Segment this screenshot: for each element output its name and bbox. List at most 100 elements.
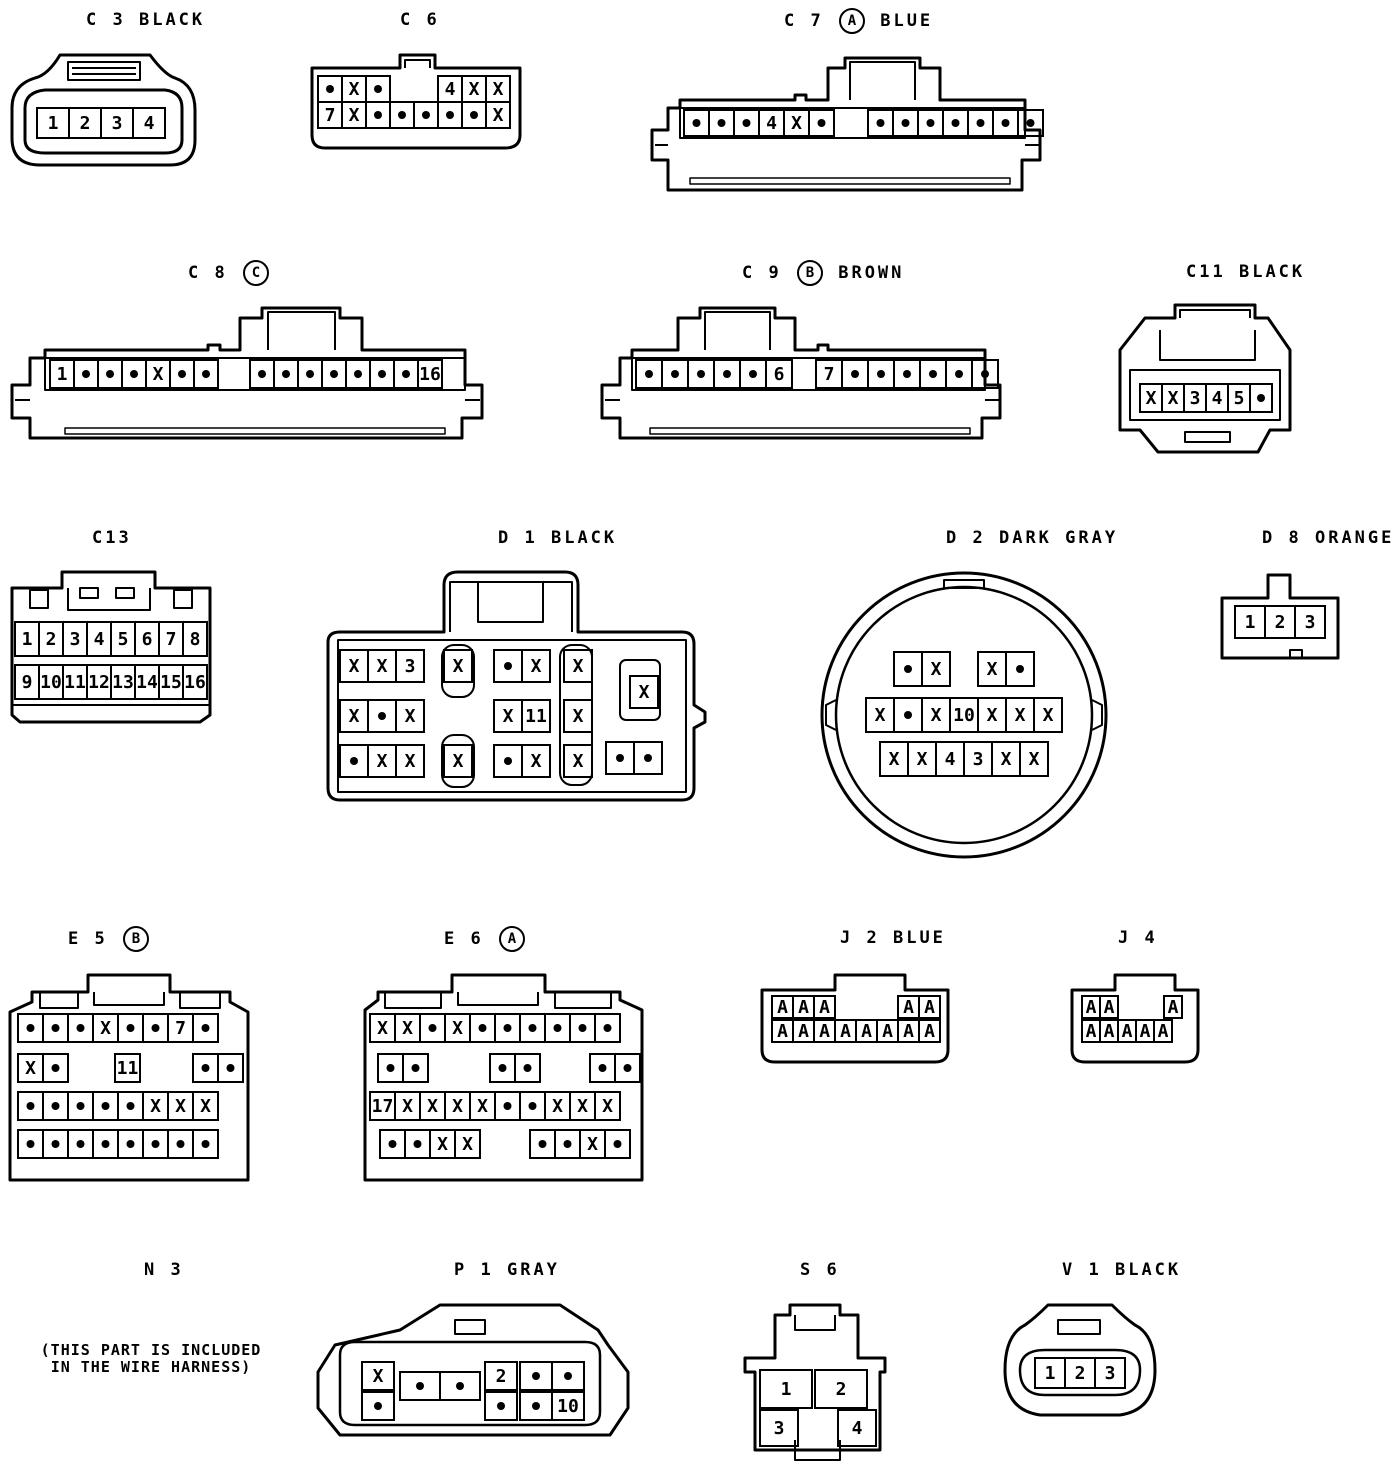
terminal-number: 6 [774,364,785,385]
terminal-number: 7 [325,105,336,126]
unused-terminal-dot [851,370,859,378]
connector-c6-housing [310,53,522,150]
terminal-cell [759,1369,813,1409]
unused-terminal-dot [354,370,362,378]
terminal-cell [192,1091,219,1121]
terminal-number: A [924,997,935,1018]
unused-terminal-dot [326,85,334,93]
terminal-number: 16 [419,364,441,385]
unused-terminal-dot [388,1140,397,1148]
unused-terminal-dot [26,1024,35,1032]
unused-terminal-dot [378,712,386,720]
connector-label-e5: E 5 B [68,926,151,952]
unused-terminal-dot [504,662,512,670]
unused-terminal-dot [981,370,989,378]
unused-terminal-dot [126,1024,135,1032]
unused-terminal-dot [176,1140,185,1148]
terminal-cell [114,1053,141,1083]
connector-v1-housing [1003,1303,1157,1417]
connector-letter-badge: A [498,926,525,952]
terminal-cell [454,1129,481,1159]
terminal-number: X [349,105,360,126]
unused-terminal-dot [955,370,963,378]
terminal-number: X [931,705,942,726]
terminal-number: X [377,751,388,772]
connector-label-c8: C 8 C [188,260,271,286]
terminal-number: X [469,79,480,100]
unused-terminal-dot [528,1024,537,1032]
terminal-number: 2 [80,113,91,134]
terminal-cell [921,651,951,687]
connector-c13-housing [10,570,212,724]
unused-terminal-dot [106,370,114,378]
connector-j2-housing [760,973,950,1064]
unused-terminal-dot [598,1064,607,1072]
unused-terminal-dot [374,85,382,93]
connector-label-e6: E 6 A [444,926,527,952]
connector-label-c11: C11 BLACK [1186,262,1306,282]
unused-terminal-dot [446,111,454,119]
connector-letter-badge: B [796,260,823,286]
terminal-cell [402,1053,429,1083]
terminal-number: 4 [144,113,155,134]
terminal-number: A [924,1021,935,1042]
terminal-cell [551,1361,585,1391]
terminal-number: X [573,706,584,727]
unused-terminal-dot [178,370,186,378]
terminal-number: X [452,1096,463,1117]
terminal-cell [192,1129,219,1159]
terminal-cell [1099,995,1119,1019]
terminal-cell [1153,1019,1173,1043]
terminal-number: 17 [372,1096,394,1117]
terminal-cell [521,699,551,733]
unused-terminal-dot [553,1024,562,1032]
unused-terminal-dot [692,119,701,127]
terminal-number: X [402,1096,413,1117]
connector-label-d1: D 1 BLACK [498,528,618,548]
terminal-number: 12 [88,672,110,693]
terminal-number: A [1122,1021,1133,1042]
unused-terminal-dot [416,1382,424,1390]
unused-terminal-dot [51,1064,60,1072]
terminal-number: X [373,1366,384,1387]
connector-letter-badge: B [122,926,149,952]
terminal-number: X [1001,749,1012,770]
unused-terminal-dot [749,370,757,378]
terminal-number: X [1043,705,1054,726]
unused-terminal-dot [523,1064,532,1072]
connector-label-d8: D 8 ORANGE [1262,528,1392,548]
unused-terminal-dot [563,1140,572,1148]
unused-terminal-dot [976,119,985,127]
terminal-number: 4 [945,749,956,770]
connector-e5-housing [8,973,250,1182]
unused-terminal-dot [503,1102,512,1110]
unused-terminal-dot [413,1140,422,1148]
terminal-number: 1 [57,364,68,385]
terminal-number: A [903,1021,914,1042]
terminal-number: X [405,706,416,727]
terminal-cell [443,744,473,778]
unused-terminal-dot [497,1402,505,1410]
unused-terminal-dot [151,1140,160,1148]
terminal-cell [439,1371,481,1401]
unused-terminal-dot [623,1064,632,1072]
terminal-number: 3 [405,656,416,677]
terminal-cell [604,1129,631,1159]
unused-terminal-dot [151,1024,160,1032]
terminal-number: X [889,749,900,770]
terminal-cell [563,649,593,683]
terminal-number: X [153,364,164,385]
unused-terminal-dot [26,1102,35,1110]
terminal-number: X [453,656,464,677]
terminal-number: X [931,659,942,680]
terminal-cell [1005,651,1035,687]
terminal-number: 15 [160,672,182,693]
unused-terminal-dot [126,1140,135,1148]
connector-label-p1: P 1 GRAY [454,1260,560,1280]
unused-terminal-dot [76,1024,85,1032]
unused-terminal-dot [876,119,885,127]
unused-terminal-dot [330,370,338,378]
terminal-cell [132,107,166,139]
terminal-cell [633,741,663,775]
